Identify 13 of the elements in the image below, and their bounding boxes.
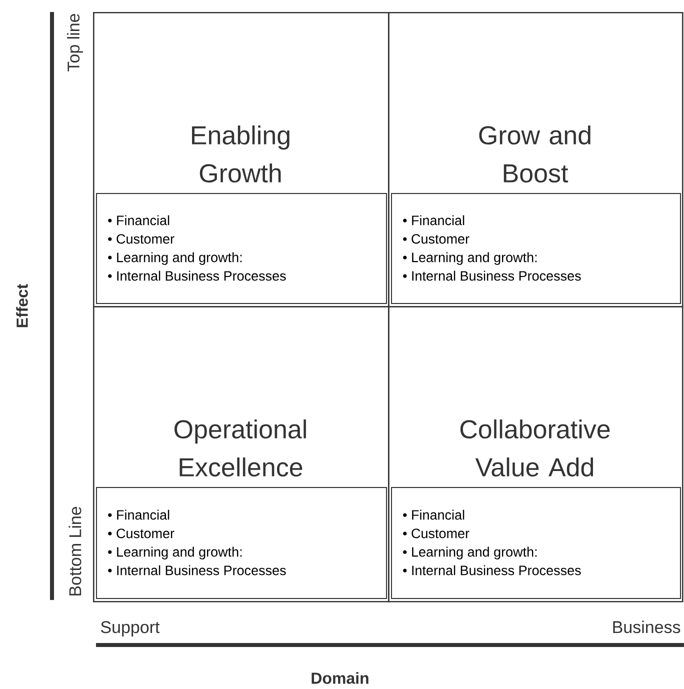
axis-label: Business [613, 620, 680, 634]
bullet-list-box: • Financial • Customer • Learning and growth: • Internal Business Processes [96, 193, 387, 304]
axis-title: Effect [16, 284, 28, 328]
axis-title: Domain [312, 672, 368, 684]
axis-label: Support [100, 621, 160, 637]
bullet-list-box: • Financial • Customer • Learning and growth: • Internal Business Processes [391, 193, 681, 304]
bullet-list-box: • Financial • Customer • Learning and growth: • Internal Business Processes [96, 487, 387, 599]
quadrant-heading: Collaborative Value Add [460, 419, 610, 477]
quadrant-heading: Grow and Boost [479, 125, 590, 183]
quadrant-heading: Operational Excellence [174, 419, 306, 477]
axis-label: Top line [67, 14, 83, 72]
bullet-list-box: • Financial • Customer • Learning and growth: • Internal Business Processes [391, 487, 681, 599]
quadrant-heading: Enabling Growth [192, 125, 290, 183]
